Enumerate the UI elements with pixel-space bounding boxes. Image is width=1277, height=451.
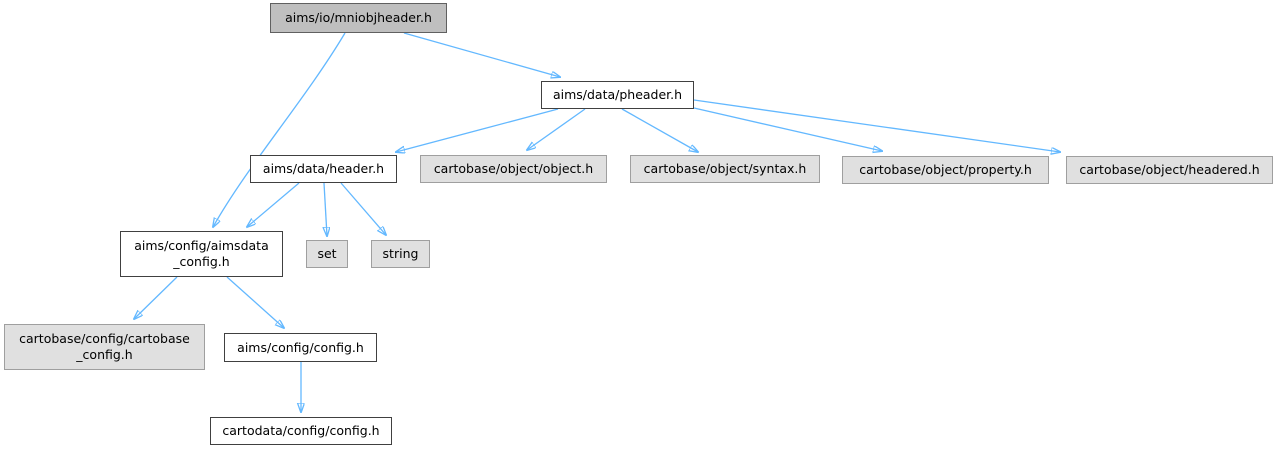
- node-aims-data-header-h[interactable]: aims/data/header.h: [250, 155, 397, 183]
- node-cartobase-config-cartobase-config-h: cartobase/config/cartobase _config.h: [4, 324, 205, 370]
- node-cartobase-object-headered-h: cartobase/object/headered.h: [1066, 156, 1273, 184]
- node-cartobase-object-property-h: cartobase/object/property.h: [842, 156, 1049, 184]
- edge-pheader-to-headered: [693, 99, 1060, 152]
- edge-header-to-string: [340, 182, 386, 235]
- edge-mniobjheader-to-aimsdata-config: [213, 32, 346, 227]
- node-aims-io-mniobjheader-h: aims/io/mniobjheader.h: [270, 3, 447, 33]
- edge-mniobjheader-to-pheader: [403, 32, 560, 77]
- node-set: set: [306, 240, 348, 268]
- edge-header-to-aimsdata-config: [247, 182, 300, 227]
- edge-pheader-to-syntax: [621, 108, 698, 152]
- edge-header-to-set: [324, 182, 327, 236]
- node-aims-data-pheader-h[interactable]: aims/data/pheader.h: [541, 81, 694, 109]
- edge-pheader-to-property: [693, 107, 882, 151]
- node-aims-config-aimsdata-config-h[interactable]: aims/config/aimsdata _config.h: [120, 231, 283, 277]
- edge-aimsdata-config-to-cartobase-config: [134, 276, 178, 319]
- node-cartobase-object-object-h: cartobase/object/object.h: [420, 155, 607, 183]
- edge-aimsdata-config-to-aims-config: [226, 276, 284, 328]
- edge-pheader-to-object: [527, 108, 586, 150]
- edge-pheader-to-header: [396, 108, 559, 152]
- node-cartobase-object-syntax-h: cartobase/object/syntax.h: [630, 155, 820, 183]
- node-aims-config-config-h[interactable]: aims/config/config.h: [224, 333, 377, 362]
- node-cartodata-config-config-h[interactable]: cartodata/config/config.h: [210, 417, 392, 445]
- node-string: string: [371, 240, 430, 268]
